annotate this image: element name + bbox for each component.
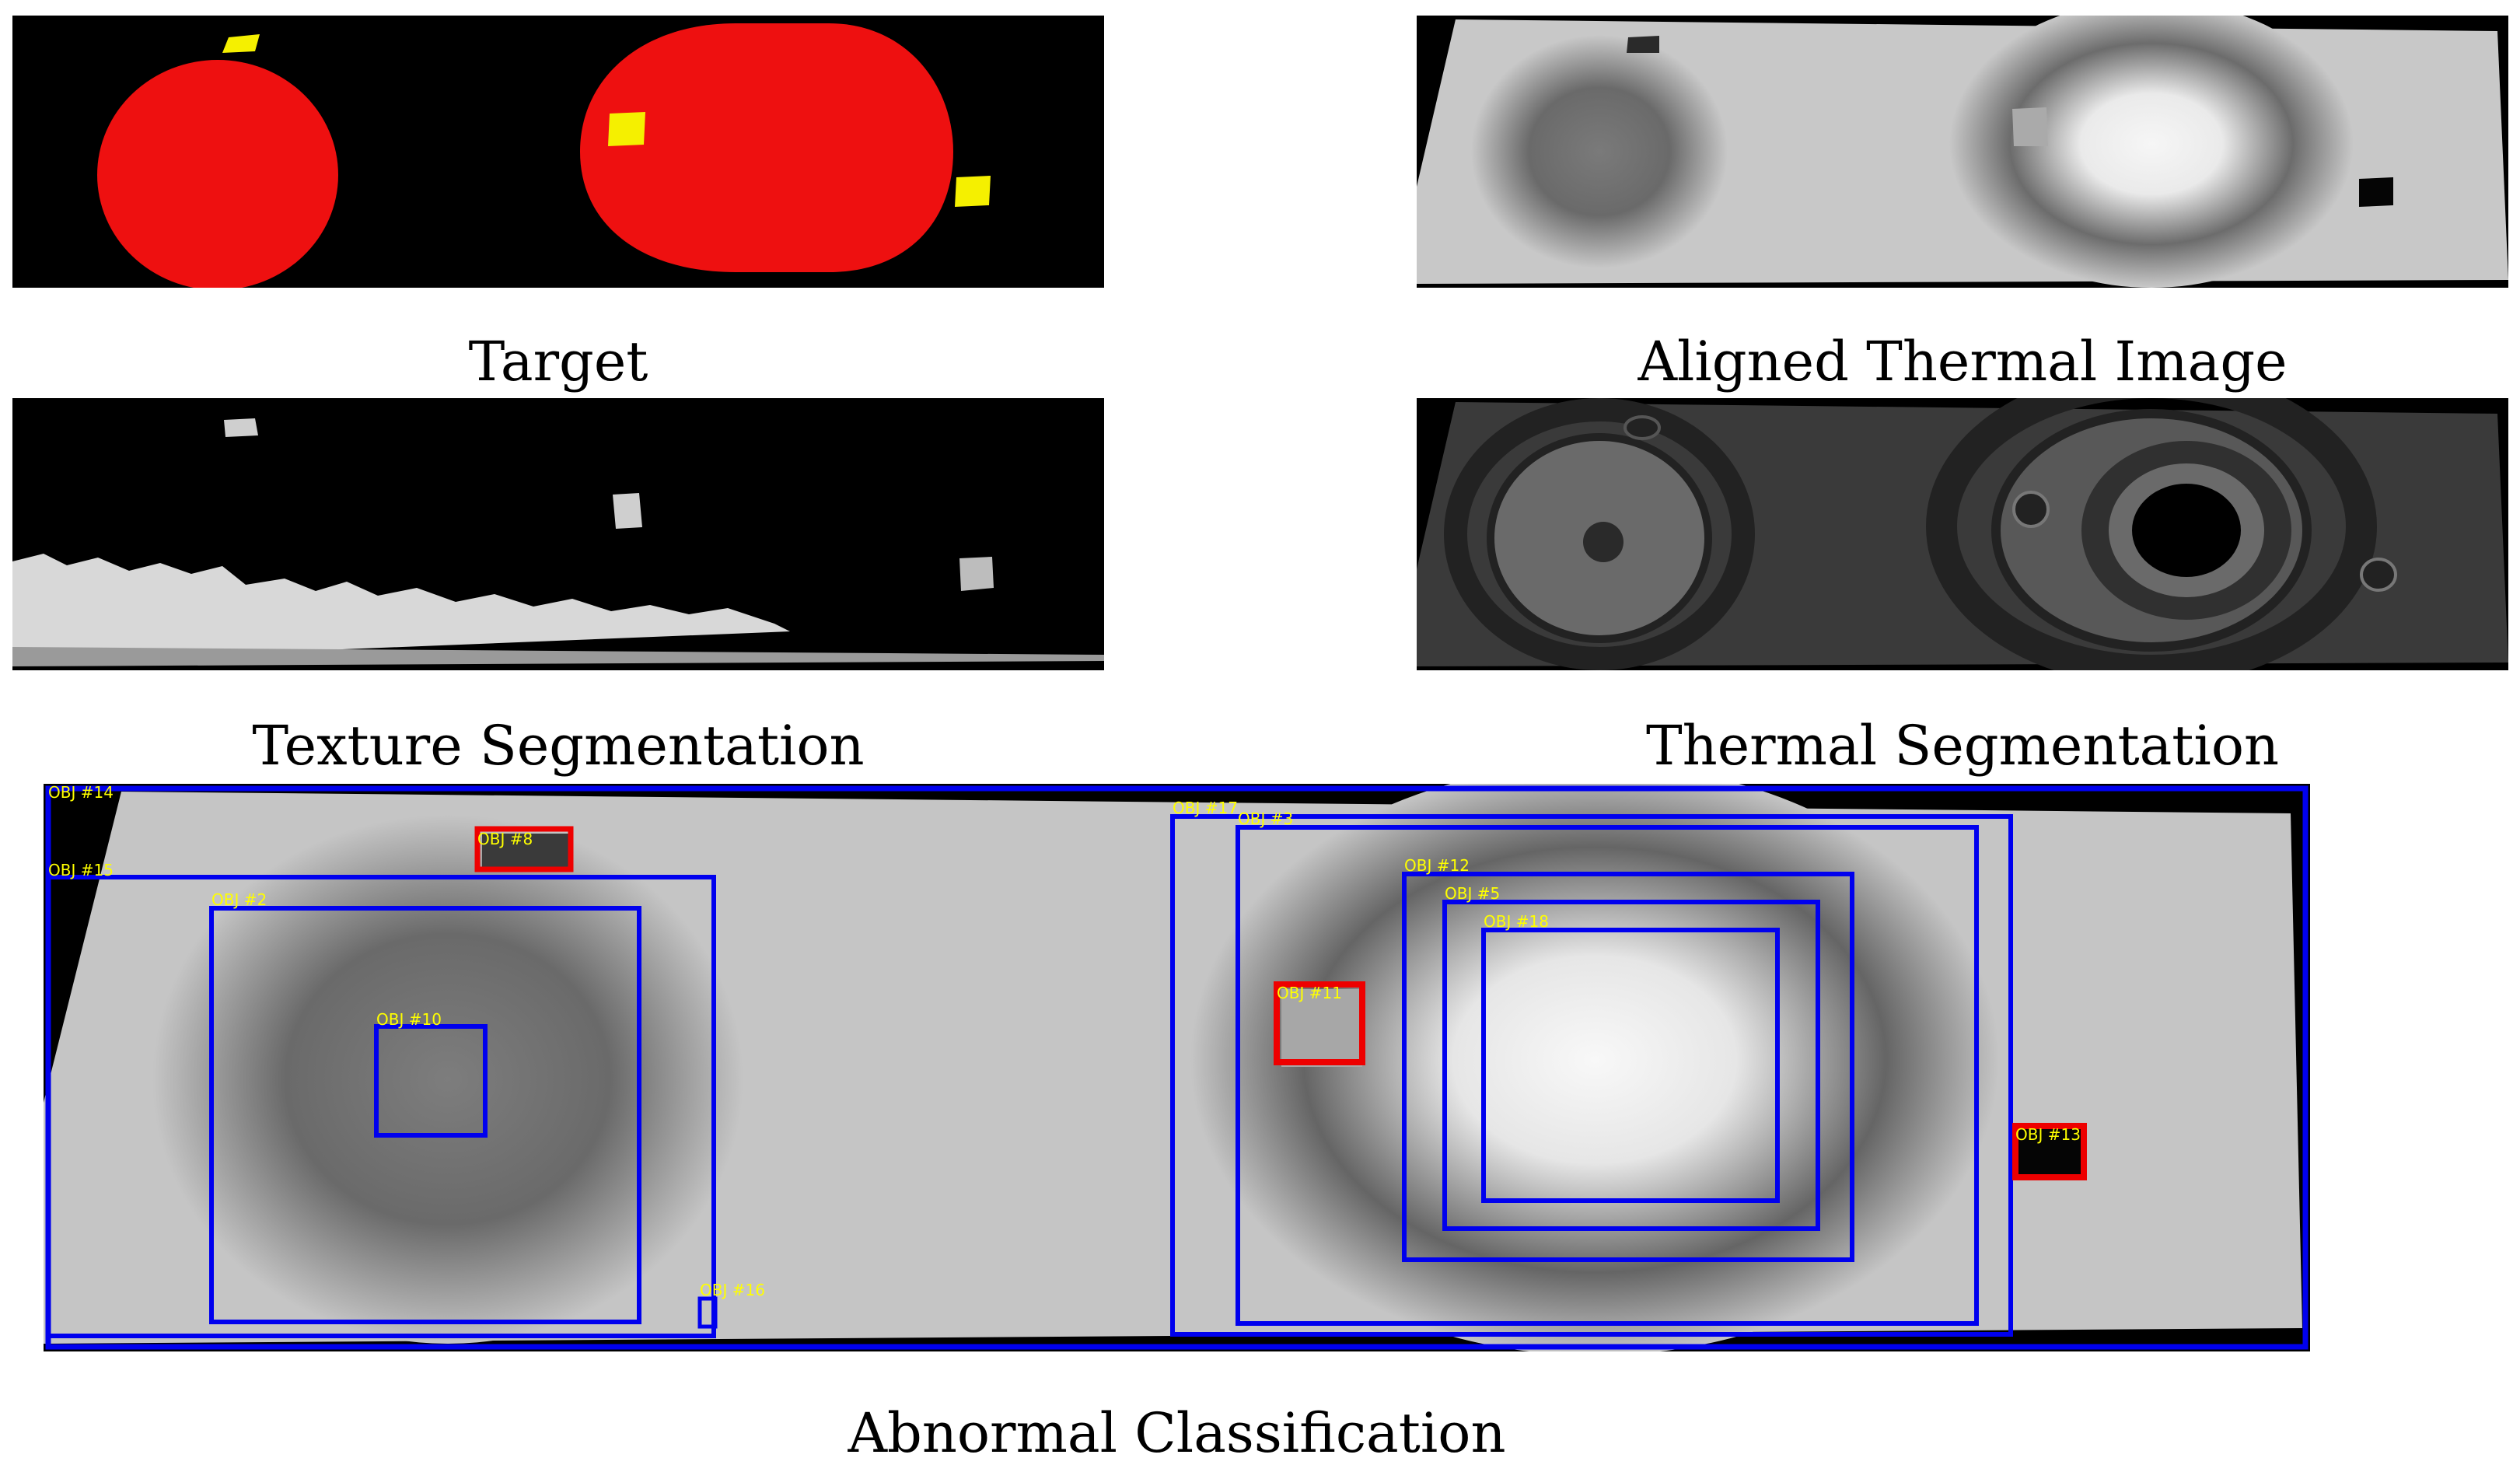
texture-image [12,398,1104,670]
thermal-seg-panel [1417,398,2508,670]
obj-label-13: OBJ #13 [2015,1125,2081,1144]
obj-label-14: OBJ #14 [48,784,114,802]
aligned-thermal-image [1417,16,2508,288]
target-defect-mid [608,112,645,146]
obj-box-10: OBJ #10 [374,1010,488,1138]
caption-aligned: Aligned Thermal Image [1637,330,2288,393]
obj-label-15: OBJ #15 [48,861,114,879]
obj-label-12: OBJ #12 [1404,856,1470,875]
obj-label-5: OBJ #5 [1445,884,1500,903]
caption-texture: Texture Segmentation [252,714,865,778]
abnormal-panel: OBJ #14 OBJ #15 OBJ #2 OBJ #10 OBJ #16 O… [44,784,2310,1351]
obj-label-3: OBJ #3 [1238,809,1293,828]
obj-box-15: OBJ #15 [46,861,716,1338]
abnormal-image: OBJ #14 OBJ #15 OBJ #2 OBJ #10 OBJ #16 O… [44,784,2310,1351]
obj-label-17: OBJ #17 [1173,799,1238,817]
obj-label-11: OBJ #11 [1277,984,1342,1002]
aligned-thermal-panel [1417,16,2508,288]
obj-box-11: OBJ #11 [1274,981,1365,1065]
target-defect-right [955,176,991,207]
caption-target: Target [468,330,648,393]
obj-box-5: OBJ #5 [1442,884,1820,1231]
caption-thermal: Thermal Segmentation [1645,714,2280,778]
obj-label-18: OBJ #18 [1484,912,1549,931]
obj-label-10: OBJ #10 [376,1010,442,1029]
obj-box-18: OBJ #18 [1481,912,1780,1203]
target-region-left [97,60,338,288]
target-panel [12,16,1104,288]
target-image [12,16,1104,288]
thermal-seg-image [1417,398,2508,670]
obj-label-8: OBJ #8 [477,830,533,848]
obj-box-16: OBJ #16 [697,1281,765,1329]
texture-panel [12,398,1104,670]
obj-label-16: OBJ #16 [700,1281,765,1299]
obj-box-17: OBJ #17 [1170,799,2013,1337]
obj-label-2: OBJ #2 [211,890,267,909]
target-defect-top [222,34,260,53]
obj-box-13: OBJ #13 [2012,1123,2087,1180]
obj-box-8: OBJ #8 [474,826,574,872]
obj-box-2: OBJ #2 [209,890,641,1324]
obj-box-12: OBJ #12 [1402,856,1854,1262]
target-region-right [580,23,953,272]
obj-box-3: OBJ #3 [1236,809,1979,1326]
caption-abnormal: Abnormal Classification [848,1401,1506,1465]
